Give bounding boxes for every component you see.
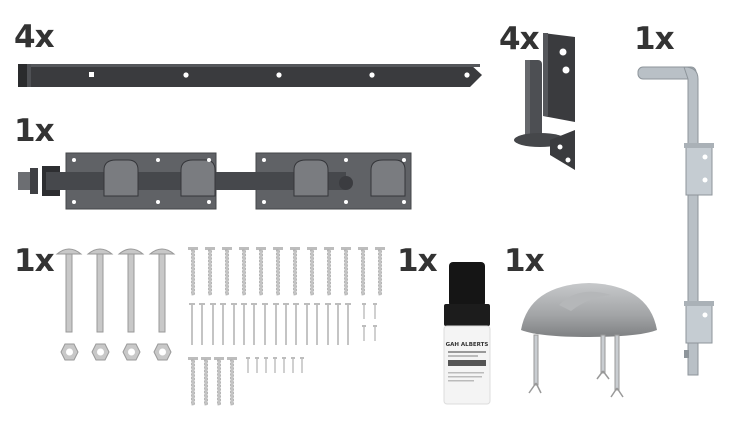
- strap-hinge-icon: [14, 60, 494, 90]
- bottle-brand-label: GAH ALBERTS: [446, 342, 489, 348]
- quantity-label-touch-up-paint: 1x: [397, 243, 438, 279]
- gate-ground-stop-icon: [519, 275, 659, 405]
- quantity-label-gate-latch: 1x: [14, 113, 55, 149]
- quantity-label-drop-bolt: 1x: [634, 21, 675, 57]
- screws-icon: [186, 245, 386, 406]
- carriage-bolts-icon: [55, 244, 185, 364]
- quantity-label-bolts-screws: 1x: [14, 243, 55, 279]
- quantity-label-hinge-pin: 4x: [499, 21, 540, 57]
- hinge-pin-icon: [510, 30, 590, 175]
- double-gate-latch-icon: [16, 150, 416, 214]
- drop-bolt-icon: [636, 65, 716, 395]
- quantity-label-ground-stop: 1x: [504, 243, 545, 279]
- quantity-label-strap-hinge: 4x: [14, 19, 55, 55]
- touch-up-paint-bottle-icon: GAH ALBERTS: [442, 262, 492, 407]
